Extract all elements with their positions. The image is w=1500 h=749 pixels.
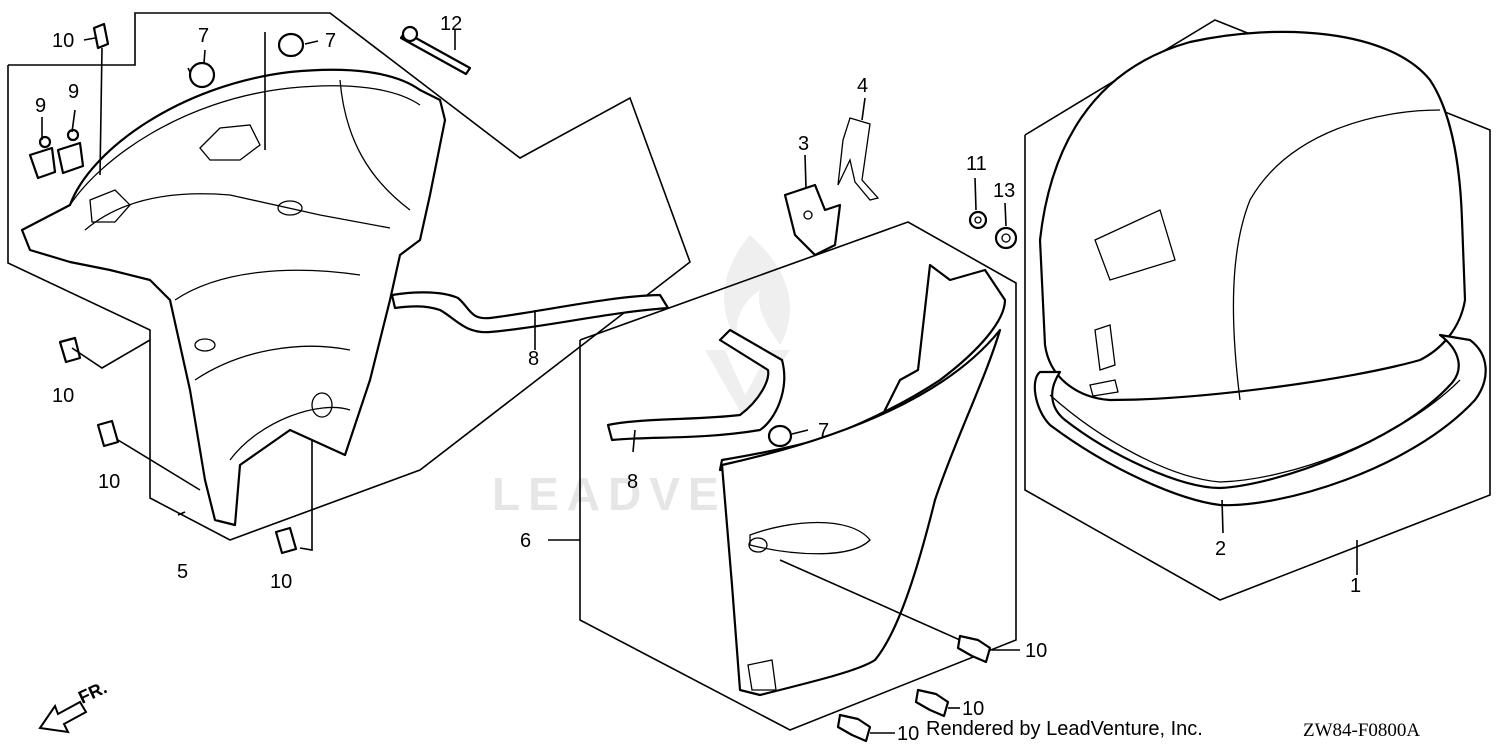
- group-frame-1: [1024, 19, 1491, 601]
- part-6-side-cover: [718, 263, 1007, 697]
- part-13-grommet: [994, 226, 1018, 250]
- part-7-grommets-upper: [188, 32, 305, 89]
- callout-10: 10: [52, 385, 74, 407]
- callout-12: 12: [440, 13, 462, 35]
- callout-10: 10: [52, 30, 74, 52]
- leader-lines: [41, 30, 1358, 734]
- callout-10: 10: [962, 698, 984, 720]
- part-8-seals: [390, 291, 786, 442]
- part-9-plugs: [28, 128, 85, 180]
- callout-7: 7: [818, 420, 829, 442]
- callout-9: 9: [35, 95, 46, 117]
- callout-3: 3: [798, 133, 809, 155]
- callouts: 10 9 9 7 7 12 4 3 11 13 8 10 7 10 8 6 2 …: [35, 13, 1361, 745]
- callout-2: 2: [1215, 538, 1226, 560]
- callout-8: 8: [528, 348, 539, 370]
- part-10-bolts-right: [836, 634, 992, 743]
- callout-4: 4: [857, 75, 868, 97]
- part-1-engine-cover: [1038, 30, 1467, 402]
- part-2-seal: [1033, 333, 1487, 507]
- footer-credit: Rendered by LeadVenture, Inc.: [926, 718, 1203, 740]
- group-frame-6: [579, 221, 1017, 731]
- callout-10: 10: [270, 571, 292, 593]
- callout-1: 1: [1350, 575, 1361, 597]
- callout-11: 11: [966, 153, 987, 175]
- callout-5: 5: [177, 561, 188, 583]
- callout-9: 9: [68, 81, 79, 103]
- group-frame-5: [7, 12, 691, 541]
- callout-10: 10: [98, 471, 120, 493]
- part-10-bolts-left: [58, 22, 298, 555]
- part-5-inner-cover: [20, 68, 447, 527]
- part-12-pin: [399, 25, 472, 76]
- front-direction-arrow: FR.: [38, 677, 110, 734]
- callout-6: 6: [520, 530, 531, 552]
- callout-10: 10: [897, 723, 919, 745]
- diagram-code: ZW84-F0800A: [1303, 720, 1421, 741]
- part-11-washer: [968, 210, 988, 230]
- callout-8: 8: [627, 471, 638, 493]
- part-3-lock: [783, 183, 842, 257]
- callout-7: 7: [198, 25, 209, 47]
- callout-7: 7: [325, 30, 336, 52]
- part-7-grommet-lower: [767, 424, 793, 448]
- part-4-wire: [837, 117, 880, 201]
- callout-13: 13: [993, 180, 1015, 202]
- callout-10: 10: [1025, 640, 1047, 662]
